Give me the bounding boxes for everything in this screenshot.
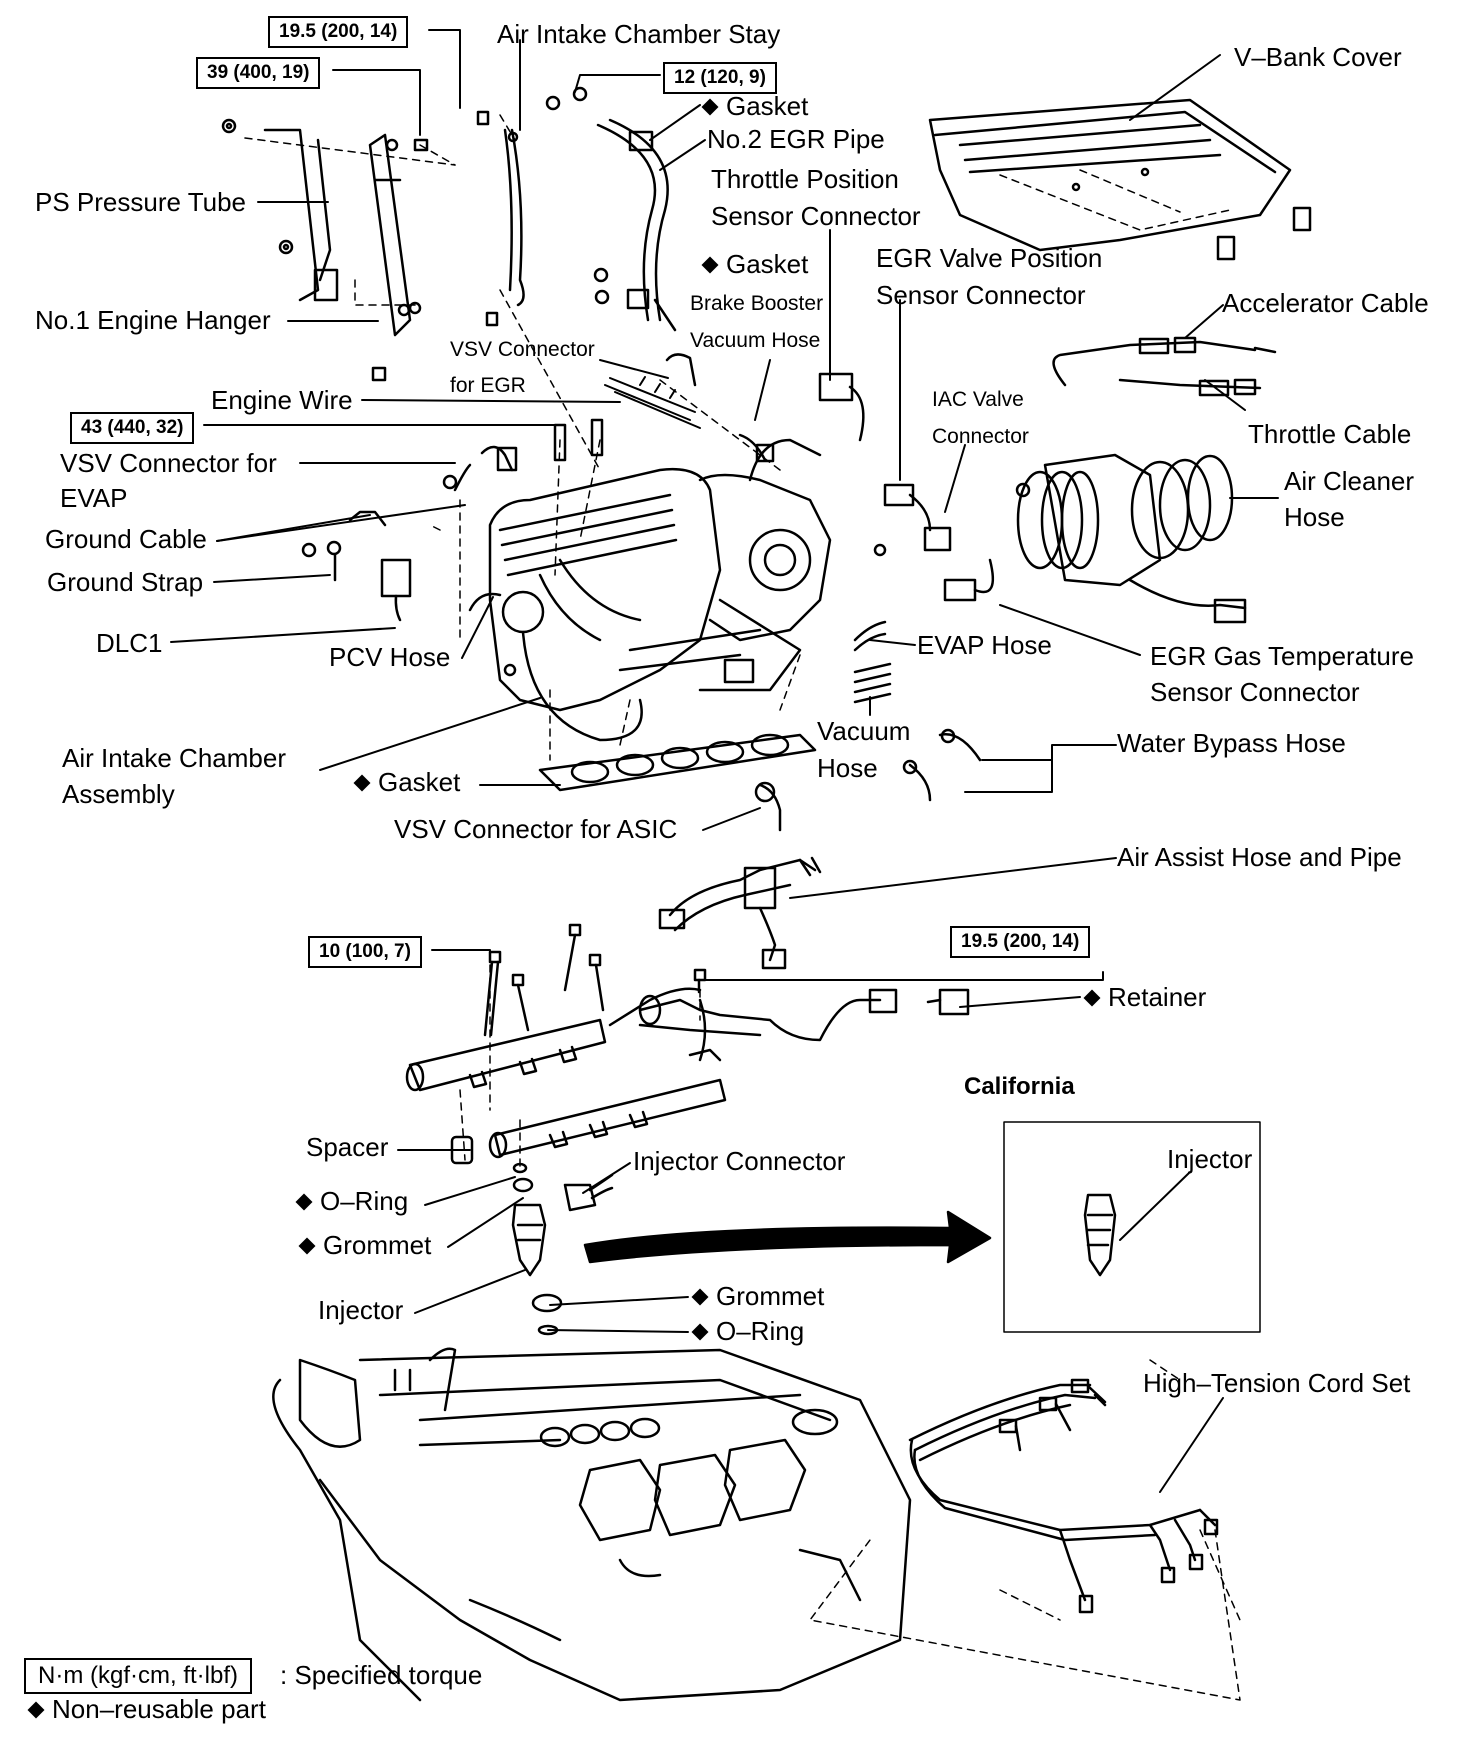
- label-injector-connector: Injector Connector: [633, 1146, 846, 1176]
- air-cleaner-hose: [1015, 453, 1247, 624]
- label-gasket-egr-top: Gasket: [700, 91, 808, 121]
- high-tension-cord-set: [908, 1378, 1219, 1614]
- legend-nonreusable: Non–reusable part: [24, 1694, 266, 1724]
- brackets-and-stays: [263, 118, 677, 337]
- label-retainer: Retainer: [1082, 982, 1206, 1012]
- label-ground-cable: Ground Cable: [45, 524, 207, 554]
- bolts-and-nuts: [221, 86, 887, 677]
- label-egr-gas-temp-1: EGR Gas Temperature: [1150, 641, 1414, 671]
- label-vsv-egr-1: VSV Connector: [450, 338, 595, 361]
- label-vacuum-hose-1: Vacuum: [817, 716, 911, 746]
- label-air-intake-chamber-stay: Air Intake Chamber Stay: [497, 19, 781, 49]
- nonreusable-marker-icon: [295, 1193, 313, 1211]
- accelerator-and-throttle-cables: [1052, 336, 1277, 397]
- label-egr-gas-temp-2: Sensor Connector: [1150, 677, 1360, 707]
- evap-and-vacuum-hoses: [853, 620, 982, 802]
- legend-torque-desc: : Specified torque: [280, 1660, 483, 1690]
- manifold-gasket: [538, 733, 817, 832]
- engine-block: [272, 1347, 912, 1702]
- engine-wire: [604, 376, 701, 429]
- label-o-ring-bottom: O–Ring: [690, 1316, 804, 1346]
- label-vsv-evap-1: VSV Connector for: [60, 448, 277, 478]
- label-ps-pressure-tube: PS Pressure Tube: [35, 187, 246, 217]
- fuel-delivery-pipe: [405, 987, 970, 1159]
- label-brake-booster-2: Vacuum Hose: [690, 329, 821, 352]
- label-brake-booster-1: Brake Booster: [690, 292, 824, 315]
- nonreusable-marker-icon: [701, 98, 719, 116]
- connectors: [333, 353, 995, 622]
- label-pcv-hose: PCV Hose: [329, 642, 451, 672]
- label-air-intake-chamber-2: Assembly: [62, 779, 175, 809]
- fuel-rail-bolts: [483, 923, 707, 1037]
- label-throttle-position-sensor-1: Throttle Position: [711, 164, 899, 194]
- label-throttle-cable: Throttle Cable: [1248, 419, 1412, 449]
- label-iac-valve-1: IAC Valve: [932, 388, 1024, 411]
- legend-torque-units: N·m (kgf·cm, ft·lbf): [24, 1658, 252, 1694]
- injector-parts: [450, 1135, 614, 1336]
- label-egr-valve-position-1: EGR Valve Position: [876, 243, 1103, 273]
- label-injector-california: Injector: [1167, 1144, 1253, 1174]
- label-california: California: [964, 1073, 1075, 1100]
- label-grommet-top: Grommet: [297, 1230, 431, 1260]
- torque-fuel-pipe: 19.5 (200, 14): [950, 926, 1091, 958]
- label-engine-wire: Engine Wire: [211, 385, 353, 415]
- label-iac-valve-2: Connector: [932, 425, 1029, 448]
- label-high-tension-cord-set: High–Tension Cord Set: [1143, 1368, 1411, 1398]
- torque-air-intake-chamber: 43 (440, 32): [70, 412, 195, 444]
- air-assist-hose-pipe: [658, 856, 822, 970]
- label-o-ring-top: O–Ring: [294, 1186, 408, 1216]
- label-air-assist: Air Assist Hose and Pipe: [1117, 842, 1402, 872]
- label-evap-hose: EVAP Hose: [917, 630, 1052, 660]
- label-ground-strap: Ground Strap: [47, 567, 204, 597]
- nonreusable-marker-icon: [27, 1701, 45, 1719]
- nonreusable-marker-icon: [691, 1288, 709, 1306]
- nonreusable-marker-icon: [353, 774, 371, 792]
- nonreusable-marker-icon: [691, 1323, 709, 1341]
- nonreusable-marker-icon: [1083, 989, 1101, 1007]
- label-gasket-manifold: Gasket: [352, 767, 460, 797]
- label-throttle-position-sensor-2: Sensor Connector: [711, 201, 921, 231]
- nonreusable-marker-icon: [298, 1237, 316, 1255]
- label-no2-egr-pipe: No.2 EGR Pipe: [707, 124, 885, 154]
- direction-arrow: [583, 1210, 992, 1264]
- label-dlc1: DLC1: [96, 628, 163, 658]
- label-air-cleaner-hose-2: Hose: [1284, 502, 1345, 532]
- label-air-cleaner-hose-1: Air Cleaner: [1284, 466, 1415, 496]
- label-v-bank-cover: V–Bank Cover: [1234, 42, 1402, 72]
- label-vsv-asic: VSV Connector for ASIC: [394, 814, 678, 844]
- label-air-intake-chamber-1: Air Intake Chamber: [62, 743, 286, 773]
- torque-egr-pipe: 12 (120, 9): [663, 62, 777, 94]
- v-bank-cover: [928, 98, 1312, 261]
- nonreusable-marker-icon: [701, 256, 719, 274]
- label-water-bypass-hose: Water Bypass Hose: [1117, 728, 1346, 758]
- label-vacuum-hose-2: Hose: [817, 753, 878, 783]
- label-grommet-bottom: Grommet: [690, 1281, 824, 1311]
- label-gasket-egr-bottom: Gasket: [700, 249, 808, 279]
- label-spacer: Spacer: [306, 1132, 389, 1162]
- torque-air-intake-chamber-stay: 19.5 (200, 14): [268, 16, 409, 48]
- label-no1-engine-hanger: No.1 Engine Hanger: [35, 305, 271, 335]
- label-egr-valve-position-2: Sensor Connector: [876, 280, 1086, 310]
- air-intake-chamber: [468, 438, 832, 742]
- label-accelerator-cable: Accelerator Cable: [1222, 288, 1429, 318]
- label-vsv-egr-2: for EGR: [450, 374, 526, 397]
- california-box: [1003, 1121, 1261, 1333]
- torque-engine-hanger: 39 (400, 19): [196, 57, 321, 89]
- label-injector: Injector: [318, 1295, 404, 1325]
- label-vsv-evap-2: EVAP: [60, 483, 128, 513]
- torque-delivery-pipe: 10 (100, 7): [308, 936, 422, 968]
